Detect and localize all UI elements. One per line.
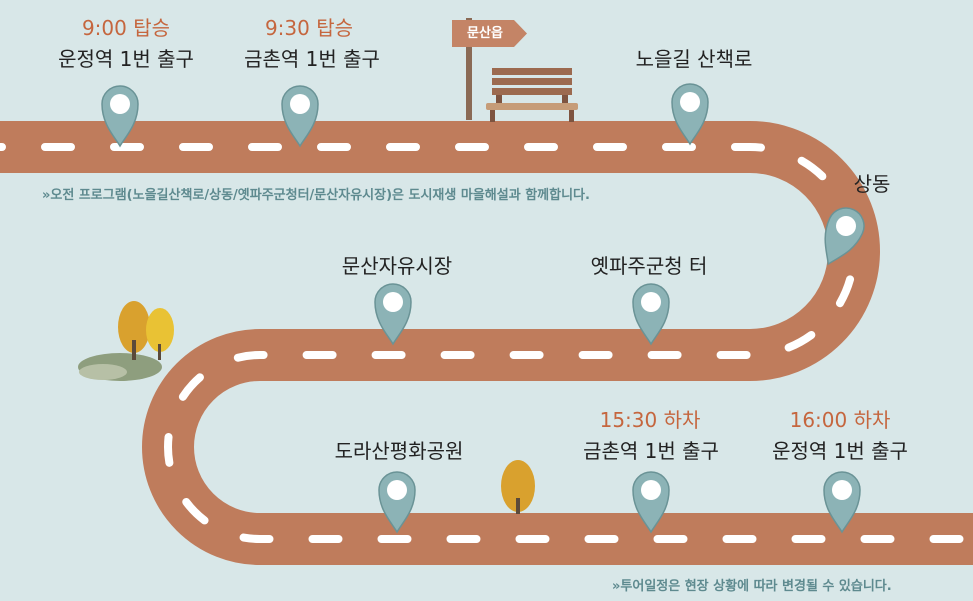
location-pin-icon: [671, 83, 709, 146]
stop-time: 9:30 탑승: [264, 16, 354, 40]
schedule-change-note: »투어일정은 현장 상황에 따라 변경될 수 있습니다.: [612, 579, 892, 594]
location-pin-icon: [632, 471, 670, 534]
location-pin-icon: [823, 471, 861, 534]
location-pin-icon: [374, 283, 412, 346]
location-pin-icon: [824, 207, 865, 266]
location-pin-icon: [632, 283, 670, 346]
stop-name: 노을길 산책로: [635, 47, 753, 71]
location-pin-icon: [378, 471, 416, 534]
bench-icon: [486, 68, 578, 122]
stop-name: 운정역 1번 출구: [58, 47, 194, 71]
stop-time: 9:00 탑승: [81, 16, 171, 40]
stop-name: 문산자유시장: [341, 254, 453, 278]
stop-time: 15:30 하차: [599, 408, 701, 432]
morning-program-note: »오전 프로그램(노을길산책로/상동/옛파주군청터/문산자유시장)은 도시재생 …: [42, 188, 590, 203]
stop-time: 16:00 하차: [789, 408, 891, 432]
signpost: [452, 18, 527, 120]
hill-with-trees-icon: [78, 301, 174, 381]
road-center-dashes: [0, 143, 973, 543]
stop-name: 옛파주군청 터: [590, 254, 708, 278]
stop-name: 운정역 1번 출구: [772, 439, 908, 463]
location-pin-icon: [101, 85, 139, 148]
stop-name: 도라산평화공원: [334, 439, 464, 463]
location-pin-icon: [281, 85, 319, 148]
stop-name: 금촌역 1번 출구: [244, 47, 380, 71]
stop-name: 상동: [853, 172, 891, 196]
signpost-label: 문산읍: [467, 26, 503, 41]
tree-icon: [501, 460, 535, 514]
stop-name: 금촌역 1번 출구: [583, 439, 719, 463]
